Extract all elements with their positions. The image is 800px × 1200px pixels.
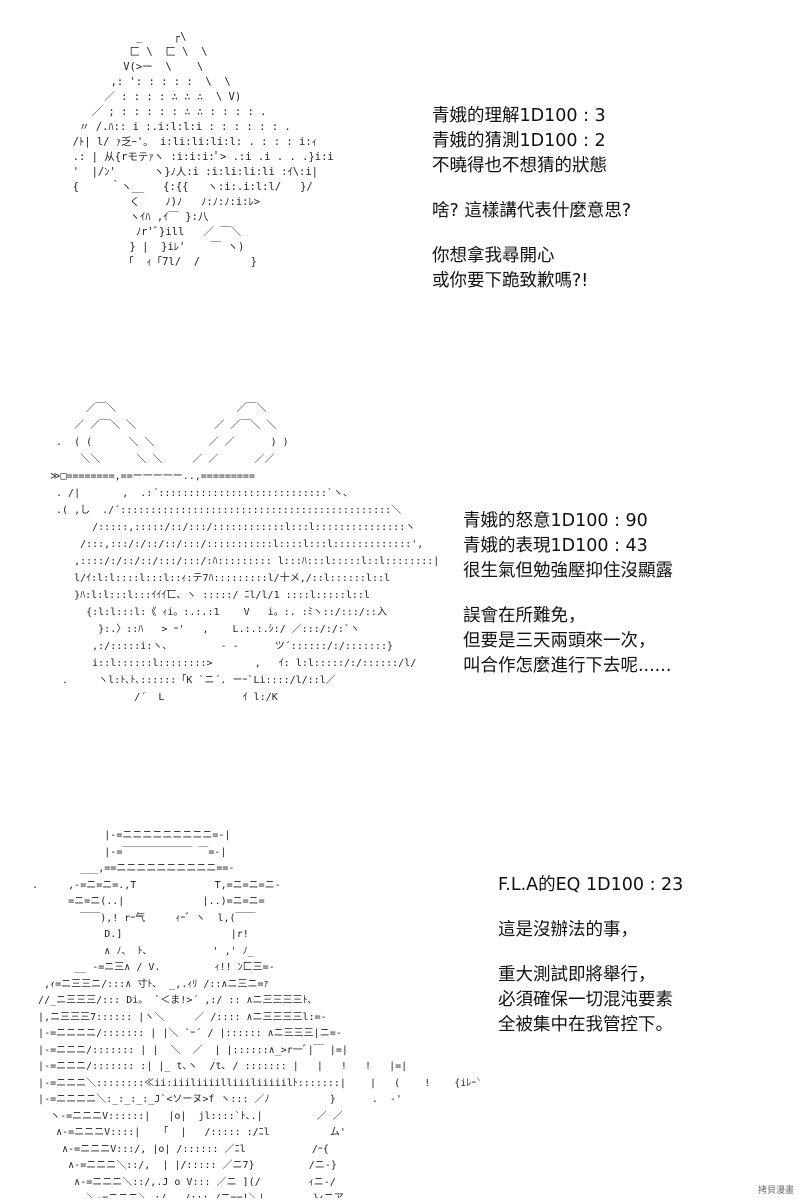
dialog-line: 重大測試即將舉行， bbox=[498, 965, 656, 985]
dialog-gap bbox=[432, 179, 631, 199]
panel-1: _ ┌\ 匚 \ 匚 \ \ V(>ー \ \ ,: ': : : : : \ … bbox=[0, 0, 800, 390]
dialog-line: 但要是三天兩頭來一次， bbox=[463, 631, 656, 651]
dialog-line: 全被集中在我管控下。 bbox=[498, 1015, 673, 1035]
dialog-line: 啥? 這樣講代表什麼意思? bbox=[432, 201, 632, 221]
dialog-line: F.L.A的EQ 1D100 : 23 bbox=[498, 875, 684, 895]
dialog-gap bbox=[432, 224, 631, 244]
ascii-art-seiga-smug: _ ┌\ 匚 \ 匚 \ \ V(>ー \ \ ,: ': : : : : \ … bbox=[72, 31, 334, 268]
panel-2: ／￣＼ ／￣＼ ／ ／￣＼ ＼ ／ ／￣＼ ＼ . ( ( ＼ ＼ ／ ／ ) … bbox=[0, 390, 800, 820]
dialog-gap bbox=[498, 943, 683, 963]
dialog-line: 青娥的表現1D100 : 43 bbox=[463, 536, 648, 556]
dialog-line: 青娥的怒意1D100 : 90 bbox=[463, 511, 648, 531]
dialog-gap bbox=[463, 584, 673, 604]
dialog-line: 你想拿我尋開心 bbox=[432, 246, 555, 266]
dialog-text-2: 青娥的怒意1D100 : 90 青娥的表現1D100 : 43 很生氣但勉強壓抑… bbox=[463, 509, 673, 679]
ascii-art-seiga-angry: ／￣＼ ／￣＼ ／ ／￣＼ ＼ ／ ／￣＼ ＼ . ( ( ＼ ＼ ／ ／ ) … bbox=[50, 403, 440, 703]
dialog-line: 誤會在所難免， bbox=[463, 606, 586, 626]
dialog-line: 必須確保一切混沌要素 bbox=[498, 990, 673, 1010]
panel-3: |-=ニニニニニニニニニ=-| |-=￣￣￣￣￣￣￣ ￣=-| ___,==ニニ… bbox=[0, 820, 800, 1200]
dialog-line: 青娥的理解1D100 : 3 bbox=[432, 106, 606, 126]
dialog-text-1: 青娥的理解1D100 : 3 青娥的猜測1D100 : 2 不曉得也不想猜的狀態… bbox=[432, 104, 631, 294]
dialog-line: 不曉得也不想猜的狀態 bbox=[432, 156, 607, 176]
watermark: 拷貝漫畫 bbox=[757, 1186, 794, 1196]
dialog-text-3: F.L.A的EQ 1D100 : 23 這是沒辦法的事， 重大測試即將舉行， 必… bbox=[498, 873, 683, 1038]
ascii-art-fla-hat: |-=ニニニニニニニニニ=-| |-=￣￣￣￣￣￣￣ ￣=-| ___,==ニニ… bbox=[32, 830, 480, 1198]
dialog-line: 青娥的猜測1D100 : 2 bbox=[432, 131, 606, 151]
dialog-line: 或你要下跪致歉嗎?! bbox=[432, 271, 589, 291]
dialog-line: 很生氣但勉強壓抑住沒顯露 bbox=[463, 561, 673, 581]
dialog-line: 叫合作怎麼進行下去呢...... bbox=[463, 656, 672, 676]
dialog-gap bbox=[498, 898, 683, 918]
dialog-line: 這是沒辦法的事， bbox=[498, 920, 638, 940]
